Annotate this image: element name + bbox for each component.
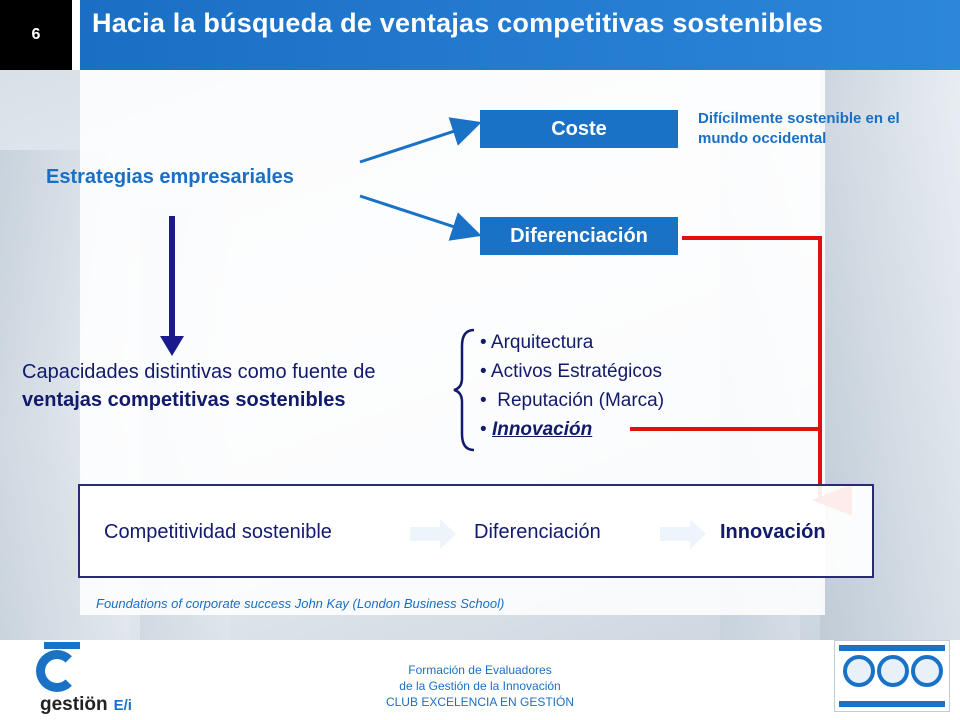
thumbnail-circle-icon	[911, 655, 943, 687]
list-item: • Activos Estratégicos	[480, 361, 662, 382]
chain-item-differentiation: Diferenciación	[474, 521, 601, 543]
chain-item-competitiveness: Competitividad sostenible	[104, 521, 332, 543]
arrow-down-navy-head	[160, 336, 184, 356]
arrow-to-cost	[359, 117, 482, 164]
thumbnail-circle-icon	[843, 655, 875, 687]
slide-title: Hacia la búsqueda de ventajas competitiv…	[92, 8, 824, 38]
slide-header: 6 Hacia la búsqueda de ventajas competit…	[0, 0, 960, 70]
capabilities-text: Capacidades distintivas como fuente de v…	[22, 358, 442, 414]
arrow-to-differentiation	[359, 194, 482, 241]
footer-line-3: CLUB EXCELENCIA EN GESTIÓN	[385, 695, 575, 709]
list-item: • Arquitectura	[480, 332, 594, 353]
capabilities-line-2: ventajas competitivas sostenibles	[22, 389, 346, 411]
differentiation-box: Diferenciación	[480, 217, 678, 255]
logo-c-icon	[36, 650, 78, 692]
innovation-model-thumbnail	[834, 640, 950, 712]
capabilities-list: • Arquitectura • Activos Estratégicos • …	[480, 328, 664, 444]
logo-bar	[44, 642, 80, 649]
thumbnail-circle-icon	[877, 655, 909, 687]
citation: Foundations of corporate success John Ka…	[96, 596, 505, 611]
chain-item-innovation: Innovación	[720, 521, 826, 543]
chain-box	[78, 484, 874, 578]
capabilities-line-1: Capacidades distintivas como fuente de	[22, 361, 376, 383]
list-item: • Reputación (Marca)	[480, 390, 665, 411]
footer-line-1: Formación de Evaluadores	[408, 663, 552, 677]
cost-box: Coste	[480, 110, 678, 148]
slide-number: 6	[0, 0, 72, 70]
footer-line-2: de la Gestión de la Innovación	[399, 679, 561, 693]
title-bar	[80, 0, 960, 70]
thumbnail-bar	[839, 645, 945, 651]
strategies-label: Estrategias empresariales	[46, 166, 294, 188]
cost-note: Difícilmente sostenible en el mundo occi…	[698, 110, 900, 147]
thumbnail-bar	[839, 701, 945, 707]
brace-icon	[453, 328, 475, 452]
list-item: • Innovación	[480, 419, 593, 440]
red-connector-diff	[682, 236, 852, 516]
footer-text: Formación de Evaluadores de la Gestión d…	[330, 662, 630, 710]
